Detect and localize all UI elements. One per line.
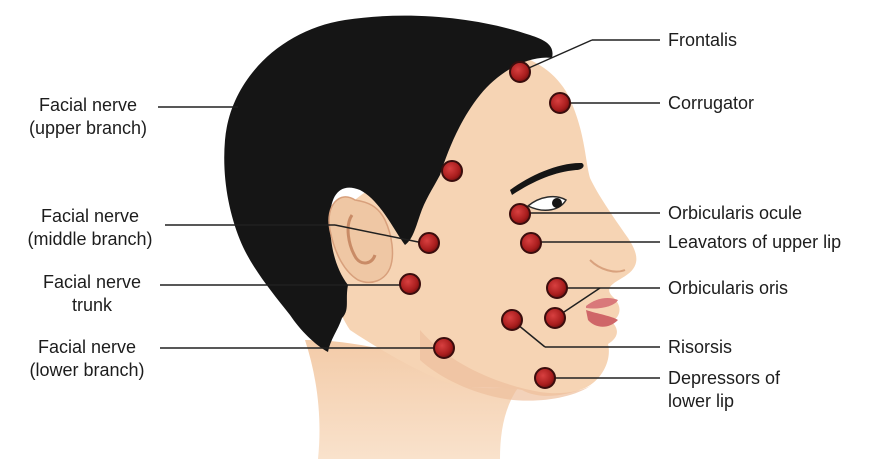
label-orbicularis-oris: Orbicularis oris [668, 277, 788, 300]
label-line: (middle branch) [15, 228, 165, 251]
label-line: (upper branch) [18, 117, 158, 140]
point-risorsis [502, 310, 522, 330]
label-line: Facial nerve [14, 336, 160, 359]
label-line: Frontalis [668, 29, 737, 52]
label-facial-nerve-lower-branch: Facial nerve (lower branch) [14, 336, 160, 382]
label-line: Facial nerve [22, 271, 162, 294]
point-corrugator [550, 93, 570, 113]
label-line: Depressors of [668, 367, 780, 390]
point-frontalis [510, 62, 530, 82]
label-line: Facial nerve [18, 94, 158, 117]
point-facial-lower-branch [434, 338, 454, 358]
point-temporal [442, 161, 462, 181]
label-line: trunk [22, 294, 162, 317]
label-line: (lower branch) [14, 359, 160, 382]
label-corrugator: Corrugator [668, 92, 754, 115]
label-facial-nerve-middle-branch: Facial nerve (middle branch) [15, 205, 165, 251]
label-line: lower lip [668, 390, 780, 413]
label-line: Risorsis [668, 336, 732, 359]
point-depressors-lower-lip [535, 368, 555, 388]
point-orbicularis-ocule [510, 204, 530, 224]
point-facial-trunk [400, 274, 420, 294]
label-line: Leavators of upper lip [668, 231, 841, 254]
label-line: Orbicularis oris [668, 277, 788, 300]
label-facial-nerve-trunk: Facial nerve trunk [22, 271, 162, 317]
label-orbicularis-ocule: Orbicularis ocule [668, 202, 802, 225]
label-leavators-of-upper-lip: Leavators of upper lip [668, 231, 841, 254]
point-facial-middle-branch [419, 233, 439, 253]
label-facial-nerve-upper-branch: Facial nerve (upper branch) [18, 94, 158, 140]
point-orbicularis-oris-lower [545, 308, 565, 328]
label-risorsis: Risorsis [668, 336, 732, 359]
label-line: Facial nerve [15, 205, 165, 228]
eye-iris [552, 198, 562, 208]
point-orbicularis-oris-upper [547, 278, 567, 298]
label-line: Corrugator [668, 92, 754, 115]
label-depressors-of-lower-lip: Depressors of lower lip [668, 367, 780, 413]
label-line: Orbicularis ocule [668, 202, 802, 225]
point-leavators-upper-lip [521, 233, 541, 253]
label-frontalis: Frontalis [668, 29, 737, 52]
